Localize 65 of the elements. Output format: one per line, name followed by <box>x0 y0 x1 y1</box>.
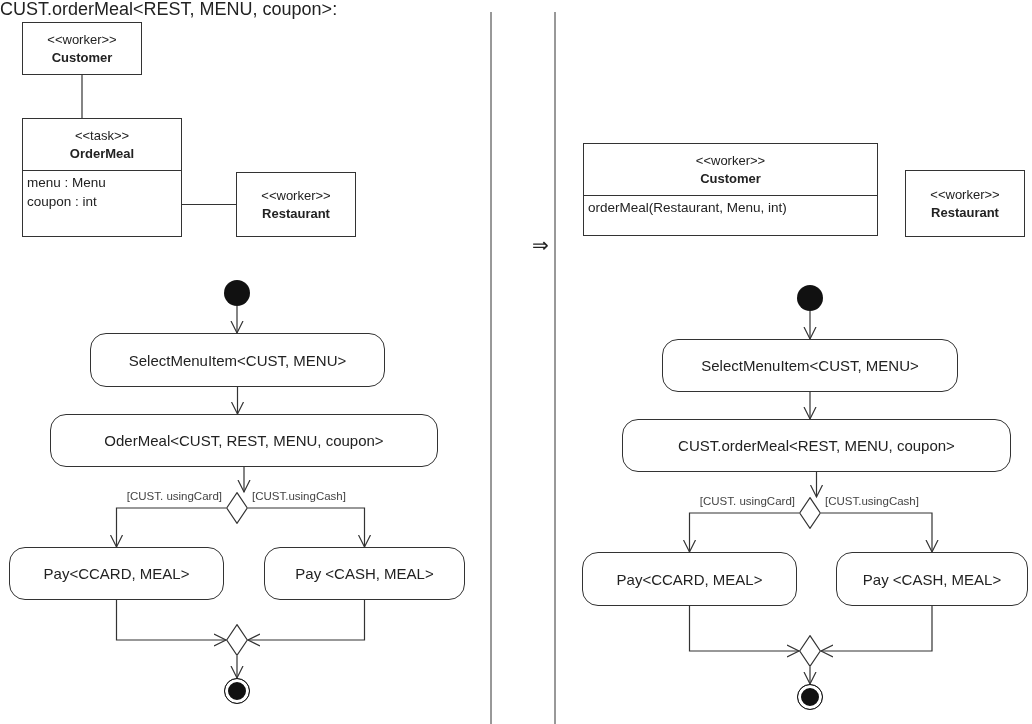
guard-label: [CUST. usingCard] <box>698 495 796 508</box>
guard-label: [CUST.usingCash] <box>824 495 920 508</box>
stereotype-label: <<worker>> <box>930 185 1000 204</box>
action-label: OderMeal<CUST, REST, MENU, coupon> <box>104 432 384 449</box>
initial-node <box>224 280 250 306</box>
class-box <box>22 118 182 237</box>
class-name: Customer <box>51 48 113 67</box>
action-box <box>90 333 385 387</box>
control-flow-arrow <box>820 512 939 553</box>
stereotype-label: <<worker>> <box>47 30 117 49</box>
final-node <box>797 684 823 710</box>
action-label: Pay <CASH, MEAL> <box>295 565 434 582</box>
member-text: coupon : int <box>27 193 97 211</box>
control-flow-arrow <box>237 466 251 493</box>
guard-label: [CUST. usingCard] <box>125 490 223 503</box>
class-box <box>905 170 1025 237</box>
control-flow-arrow <box>109 507 227 548</box>
action-label: CUST.orderMeal<REST, MENU, coupon> <box>678 437 955 454</box>
control-flow-arrow <box>247 507 372 548</box>
member-text: menu : Menu <box>27 174 106 192</box>
action-box <box>9 547 224 600</box>
class-box <box>236 172 356 237</box>
control-flow-arrow <box>115 599 227 647</box>
control-flow-arrow <box>803 666 817 685</box>
control-flow-arrow <box>820 605 933 658</box>
initial-node <box>797 285 823 311</box>
control-flow-arrow <box>247 599 366 647</box>
class-box <box>583 143 878 236</box>
class-name: Restaurant <box>262 204 330 223</box>
action-box <box>836 552 1028 606</box>
control-flow-arrow <box>230 386 245 415</box>
action-box <box>582 552 797 606</box>
stereotype-label: <<worker>> <box>695 151 766 170</box>
decision-diamond <box>799 635 821 667</box>
control-flow-arrow <box>688 605 800 658</box>
action-label: SelectMenuItem<CUST, MENU> <box>128 351 347 369</box>
control-flow-arrow <box>230 305 244 334</box>
guard-label: [CUST.usingCash] <box>251 490 347 503</box>
control-flow-arrow <box>230 655 244 679</box>
control-flow-arrow <box>682 512 800 553</box>
control-flow-arrow <box>803 310 817 340</box>
transformation-arrow-symbol: ⇒ <box>532 233 549 257</box>
action-box <box>622 419 1011 472</box>
class-box <box>22 22 142 75</box>
action-label: Pay<CCARD, MEAL> <box>616 570 763 588</box>
control-flow-arrow <box>809 471 824 498</box>
class-name: Customer <box>700 169 761 188</box>
action-label: SelectMenuItem<CUST, MENU> <box>701 357 919 374</box>
class-name: OrderMeal <box>69 144 135 163</box>
decision-diamond <box>799 497 821 529</box>
association-line <box>81 74 83 119</box>
association-line <box>181 203 237 206</box>
class-name: Restaurant <box>931 203 999 222</box>
control-flow-arrow <box>803 391 817 420</box>
member-text: orderMeal(Restaurant, Menu, int) <box>588 199 787 217</box>
action-label: Pay<CCARD, MEAL> <box>43 565 190 582</box>
stereotype-label: <<worker>> <box>261 186 331 205</box>
action-box <box>50 414 438 467</box>
action-box <box>662 339 958 392</box>
stereotype-label: <<task>> <box>74 126 130 145</box>
action-box <box>264 547 465 600</box>
action-label: Pay <CASH, MEAL> <box>862 570 1002 588</box>
decision-diamond <box>226 624 248 656</box>
final-node <box>224 678 250 704</box>
decision-diamond <box>226 492 248 524</box>
